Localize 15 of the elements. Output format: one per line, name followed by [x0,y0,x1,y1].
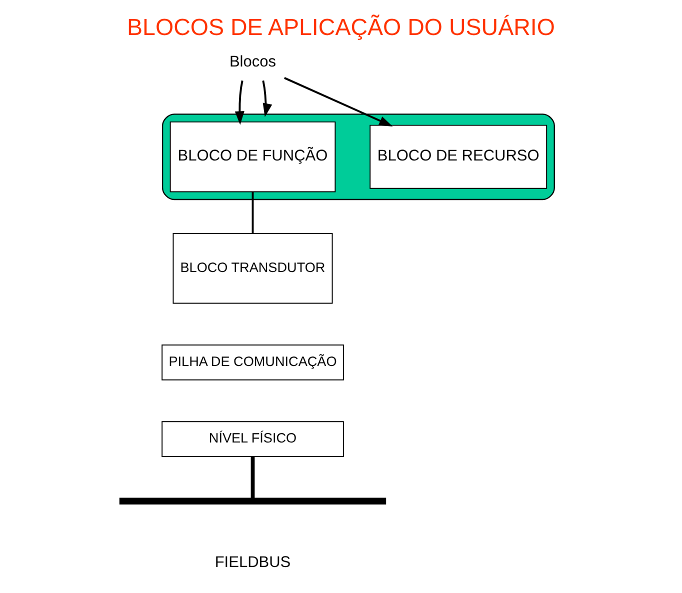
node-box: BLOCO TRANSDUTOR [172,232,333,304]
arrow [284,77,393,126]
node-bar [119,498,386,505]
node-label: FIELDBUS [214,554,291,571]
node-box: NÍVEL FÍSICO [162,421,344,457]
node-box: PILHA DE COMUNICAÇÃO [162,344,344,380]
arrow [262,80,272,118]
arrow [234,80,244,125]
diagram-title: BLOCOS DE APLICAÇÃO DO USUÁRIO [127,14,555,40]
connector [250,456,255,498]
cluster [162,114,555,200]
node-box: BLOCO DE FUNÇÃO [170,121,336,192]
node-box: BLOCO DE RECURSO [370,124,548,189]
node-text: Blocos [229,53,276,70]
connector [252,192,254,234]
